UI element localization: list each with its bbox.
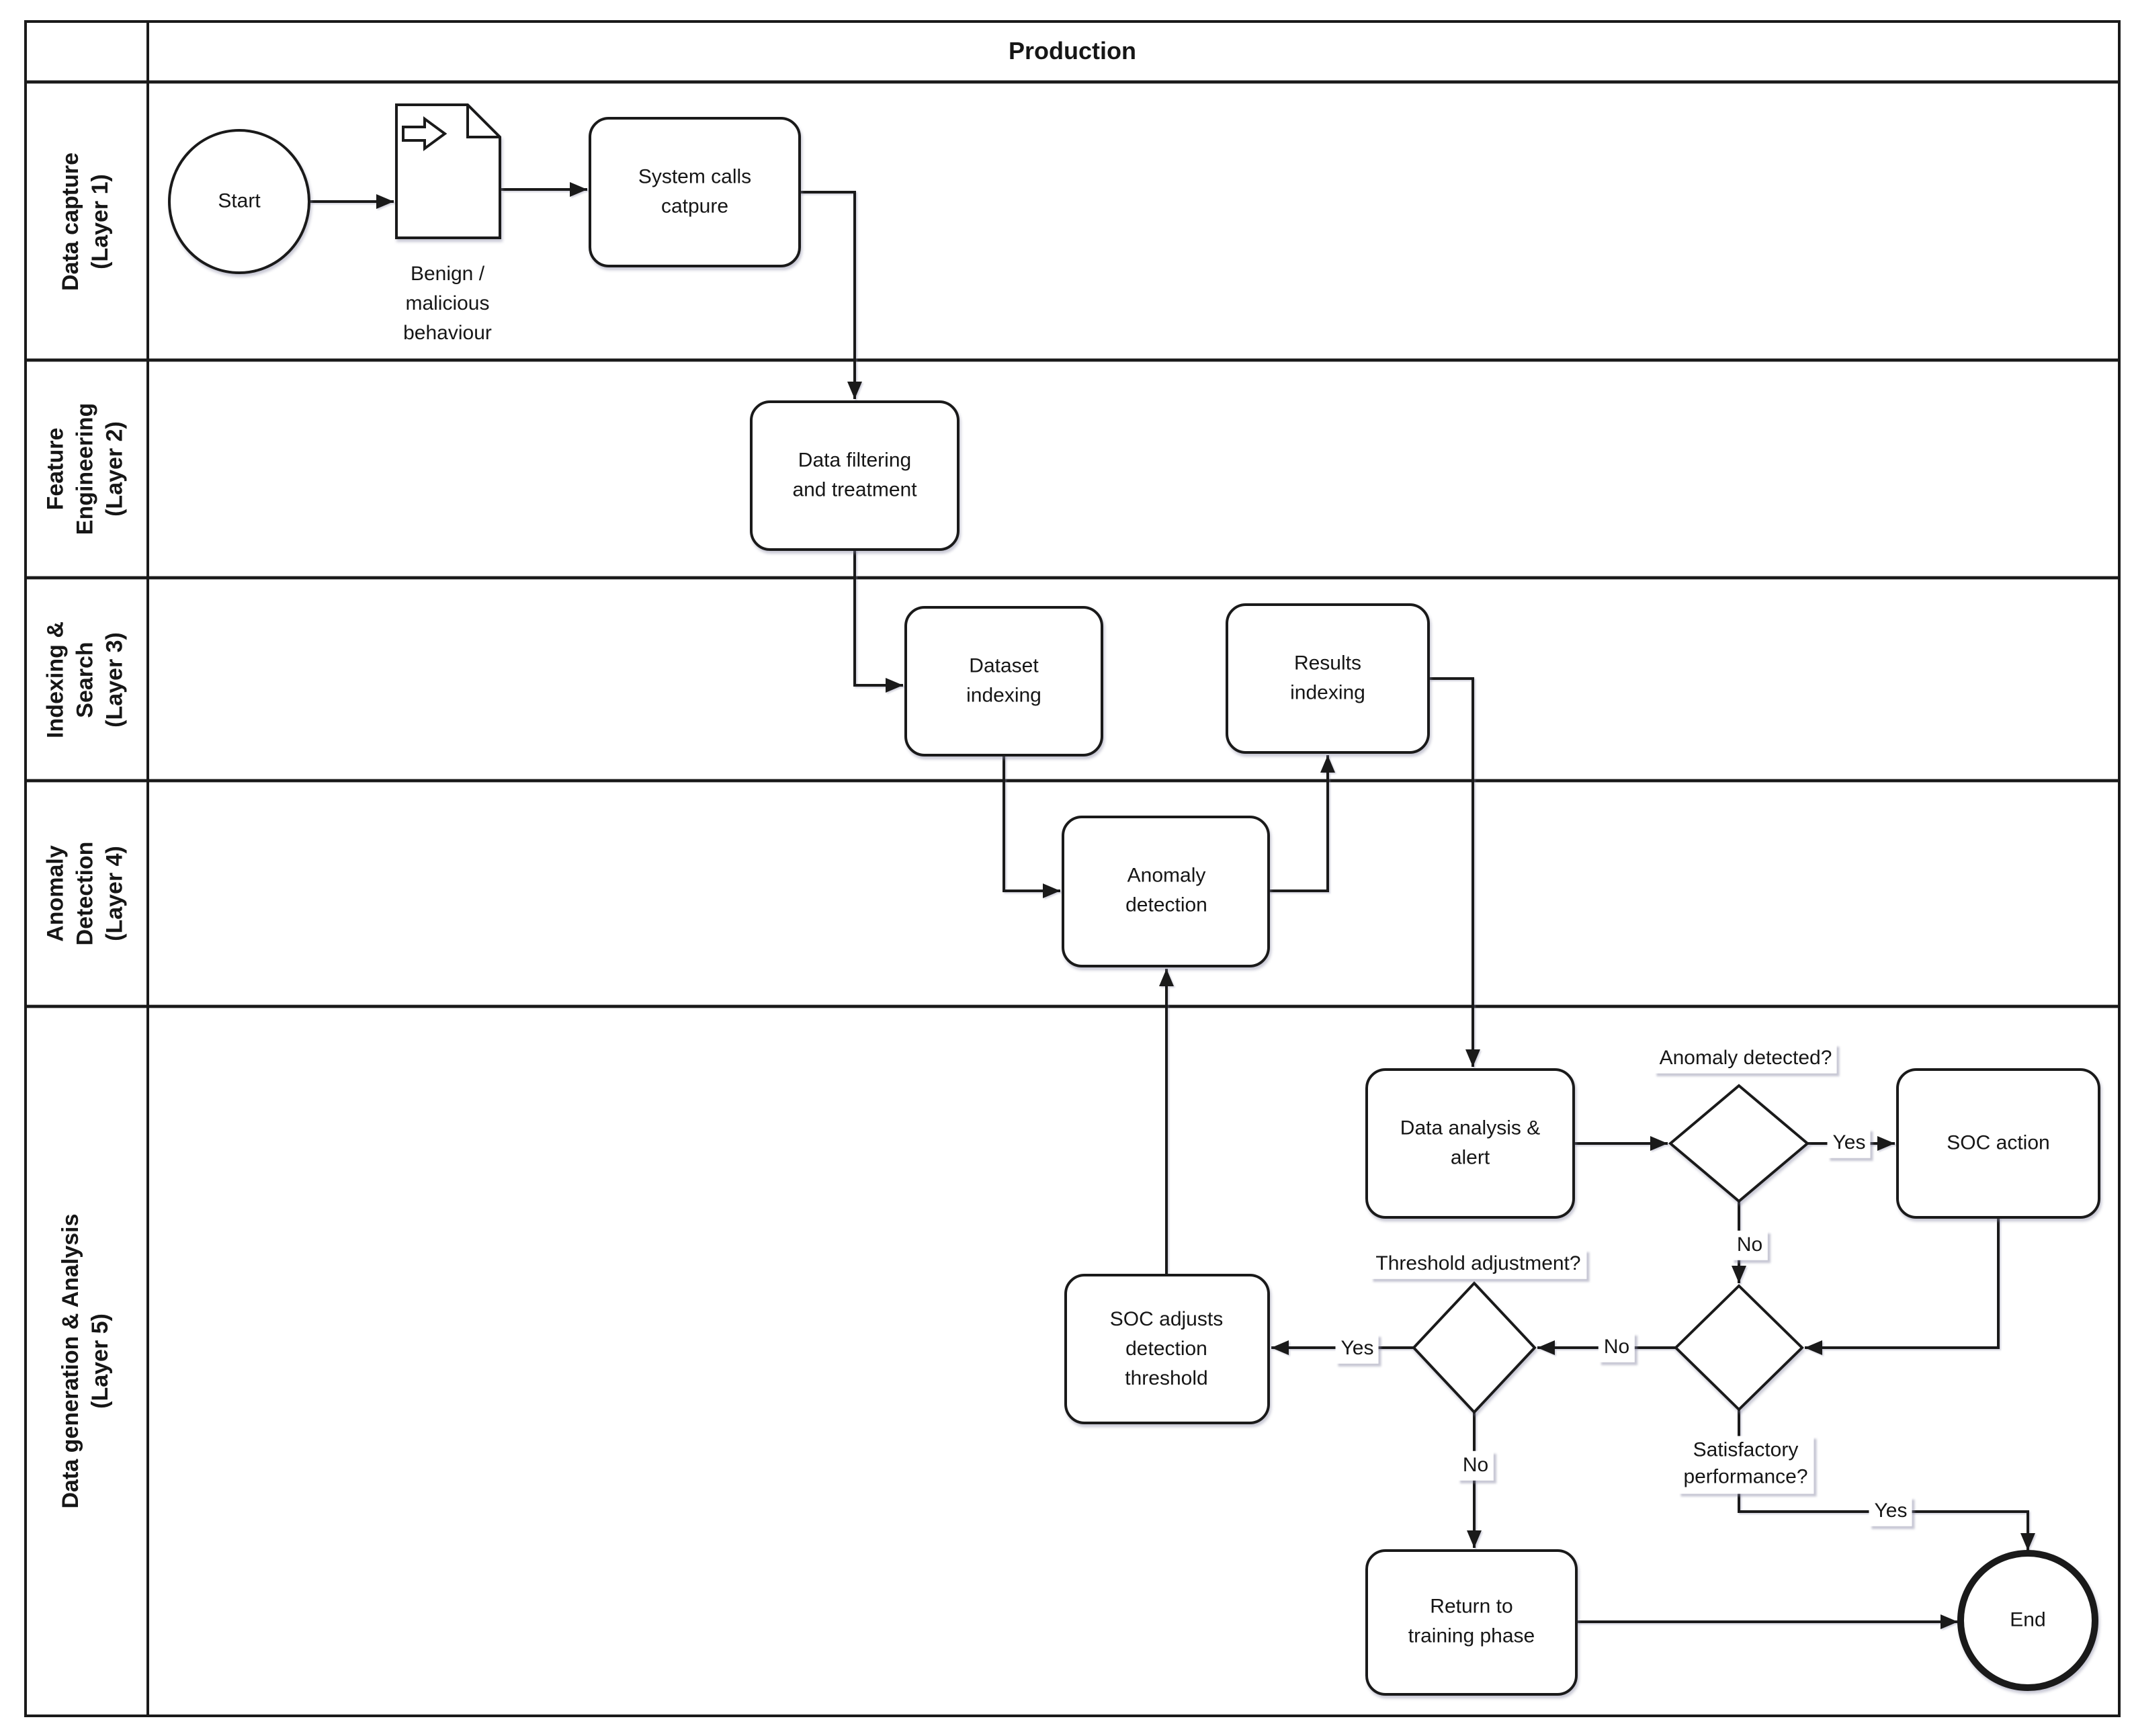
soc-action-label: SOC action: [1947, 1131, 2050, 1155]
start-event-circle: [168, 129, 310, 274]
lane-label-anomaly-detection: Anomaly Detection (Layer 4): [42, 841, 128, 946]
anomaly-detection-label: Anomaly detection: [1125, 864, 1207, 917]
data-analysis-alert-box: [1365, 1068, 1575, 1219]
pool-border: [24, 20, 2121, 1717]
edge-label-anomaly-detected-no: No: [1731, 1230, 1768, 1261]
data-filtering-label: Data filtering and treatment: [792, 449, 917, 502]
anomaly-detected-gateway-label: Anomaly detected?: [1654, 1043, 1838, 1074]
threshold-adjustment-gateway-diamond: [1412, 1281, 1537, 1414]
anomaly-detected-gateway-diamond: [1668, 1084, 1810, 1203]
lane-label-data-generation-analysis: Data generation & Analysis (Layer 5): [57, 1213, 113, 1509]
return-to-training-label: Return to training phase: [1408, 1595, 1535, 1648]
edge-label-threshold-yes: Yes: [1335, 1334, 1379, 1364]
results-indexing-label: Results indexing: [1290, 652, 1365, 705]
pool-title: Production: [1009, 37, 1136, 64]
behaviour-document-shape: [395, 103, 501, 239]
end-event-label: End: [2010, 1608, 2046, 1632]
data-filtering-box: [750, 400, 960, 551]
lane-label-feature-engineering: Feature Engineering (Layer 2): [42, 402, 128, 535]
lane-label-indexing-search: Indexing & Search (Layer 3): [42, 621, 128, 738]
soc-action-box: [1896, 1068, 2100, 1219]
flow-results-indexing-to-data-analysis: [1429, 677, 1480, 1067]
dataset-indexing-box: [904, 606, 1103, 756]
edge-label-satisfactory-no: No: [1598, 1332, 1635, 1363]
flow-soc-action-to-satisfactory-gateway: [1805, 1217, 2000, 1355]
end-event-circle: [1957, 1550, 2098, 1691]
flow-anomaly-detection-to-results-indexing: [1269, 755, 1335, 892]
edge-label-threshold-no: No: [1457, 1450, 1494, 1481]
data-analysis-alert-label: Data analysis & alert: [1400, 1117, 1541, 1170]
satisfactory-performance-gateway-label: Satisfactory performance?: [1678, 1436, 1814, 1493]
results-indexing-box: [1226, 603, 1430, 754]
lane-label-data-capture: Data capture (Layer 1): [57, 153, 113, 291]
satisfactory-performance-gateway-diamond: [1674, 1284, 1804, 1412]
flow-dataset-indexing-to-anomaly-detection: [1003, 755, 1060, 898]
anomaly-detection-box: [1062, 816, 1270, 967]
soc-adjusts-threshold-label: SOC adjusts detection threshold: [1109, 1307, 1224, 1389]
system-calls-capture-box: [589, 117, 801, 267]
return-to-training-box: [1365, 1549, 1578, 1696]
start-event-label: Start: [218, 189, 261, 213]
behaviour-document-label: Benign / malicious behaviour: [403, 262, 492, 344]
flow-system-calls-to-data-filtering: [800, 191, 862, 399]
soc-adjusts-threshold-box: [1064, 1274, 1270, 1424]
edge-label-satisfactory-yes: Yes: [1869, 1496, 1913, 1527]
edge-label-anomaly-detected-yes: Yes: [1827, 1128, 1871, 1159]
flow-data-filtering-to-dataset-indexing: [853, 550, 903, 693]
threshold-adjustment-gateway-label: Threshold adjustment?: [1370, 1249, 1586, 1280]
system-calls-capture-label: System calls catpure: [638, 165, 752, 218]
document-arrow-icon: [402, 116, 447, 151]
dataset-indexing-label: Dataset indexing: [966, 654, 1041, 707]
document-fold-corner: [466, 105, 500, 138]
